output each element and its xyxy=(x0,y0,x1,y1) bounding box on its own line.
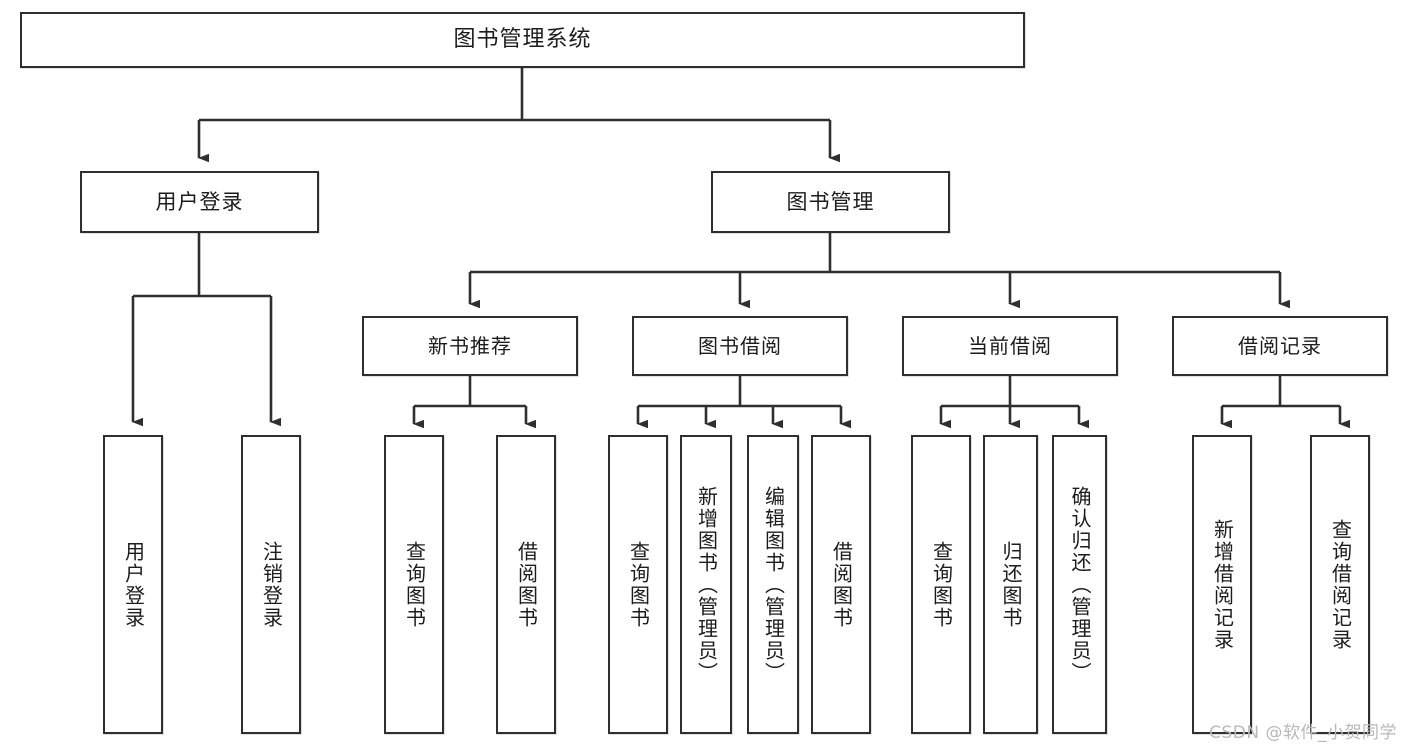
leaf-label: 确认归还（管理员） xyxy=(1068,485,1092,684)
leaf-label: 新增借阅记录 xyxy=(1210,518,1235,651)
node-new-book-recommend[interactable]: 新书推荐 xyxy=(362,316,578,376)
leaf-borrow-record-query[interactable]: 查询借阅记录 xyxy=(1310,435,1370,734)
leaf-current-borrow-return[interactable]: 归还图书 xyxy=(983,435,1038,734)
leaf-user-login-logout[interactable]: 注销登录 xyxy=(241,435,301,734)
leaf-new-book-query[interactable]: 查询图书 xyxy=(384,435,444,734)
node-current-borrow-label: 当前借阅 xyxy=(968,333,1052,358)
leaf-label: 用户登录 xyxy=(121,540,146,629)
node-current-borrow[interactable]: 当前借阅 xyxy=(902,316,1118,376)
leaf-label: 查询图书 xyxy=(929,540,954,629)
leaf-current-borrow-confirm-return[interactable]: 确认归还（管理员） xyxy=(1052,435,1107,734)
leaf-borrow-record-add[interactable]: 新增借阅记录 xyxy=(1192,435,1252,734)
leaf-book-borrow-add[interactable]: 新增图书（管理员） xyxy=(680,435,732,734)
node-user-login[interactable]: 用户登录 xyxy=(80,171,319,233)
leaf-book-borrow-borrow[interactable]: 借阅图书 xyxy=(811,435,871,734)
leaf-label: 归还图书 xyxy=(999,540,1023,629)
node-new-book-recommend-label: 新书推荐 xyxy=(428,333,512,358)
node-user-login-label: 用户登录 xyxy=(155,189,244,214)
leaf-label: 查询借阅记录 xyxy=(1328,518,1353,651)
leaf-label: 借阅图书 xyxy=(829,540,854,629)
leaf-label: 查询图书 xyxy=(626,540,651,629)
leaf-current-borrow-query[interactable]: 查询图书 xyxy=(911,435,971,734)
node-book-management[interactable]: 图书管理 xyxy=(711,171,950,233)
leaf-label: 新增图书（管理员） xyxy=(694,485,719,684)
leaf-label: 借阅图书 xyxy=(514,540,539,629)
leaf-book-borrow-query[interactable]: 查询图书 xyxy=(608,435,668,734)
leaf-label: 编辑图书（管理员） xyxy=(761,485,786,684)
leaf-label: 注销登录 xyxy=(259,540,284,629)
watermark: CSDN @软件_小贺同学 xyxy=(1209,723,1397,743)
node-book-borrow[interactable]: 图书借阅 xyxy=(632,316,848,376)
leaf-user-login-login[interactable]: 用户登录 xyxy=(103,435,163,734)
node-root-label: 图书管理系统 xyxy=(453,27,592,53)
leaf-new-book-borrow[interactable]: 借阅图书 xyxy=(496,435,556,734)
node-root[interactable]: 图书管理系统 xyxy=(20,12,1025,68)
leaf-label: 查询图书 xyxy=(402,540,427,629)
node-borrow-record[interactable]: 借阅记录 xyxy=(1172,316,1388,376)
leaf-book-borrow-edit[interactable]: 编辑图书（管理员） xyxy=(747,435,799,734)
node-book-borrow-label: 图书借阅 xyxy=(698,333,782,358)
node-borrow-record-label: 借阅记录 xyxy=(1238,333,1322,358)
node-book-management-label: 图书管理 xyxy=(786,189,875,214)
